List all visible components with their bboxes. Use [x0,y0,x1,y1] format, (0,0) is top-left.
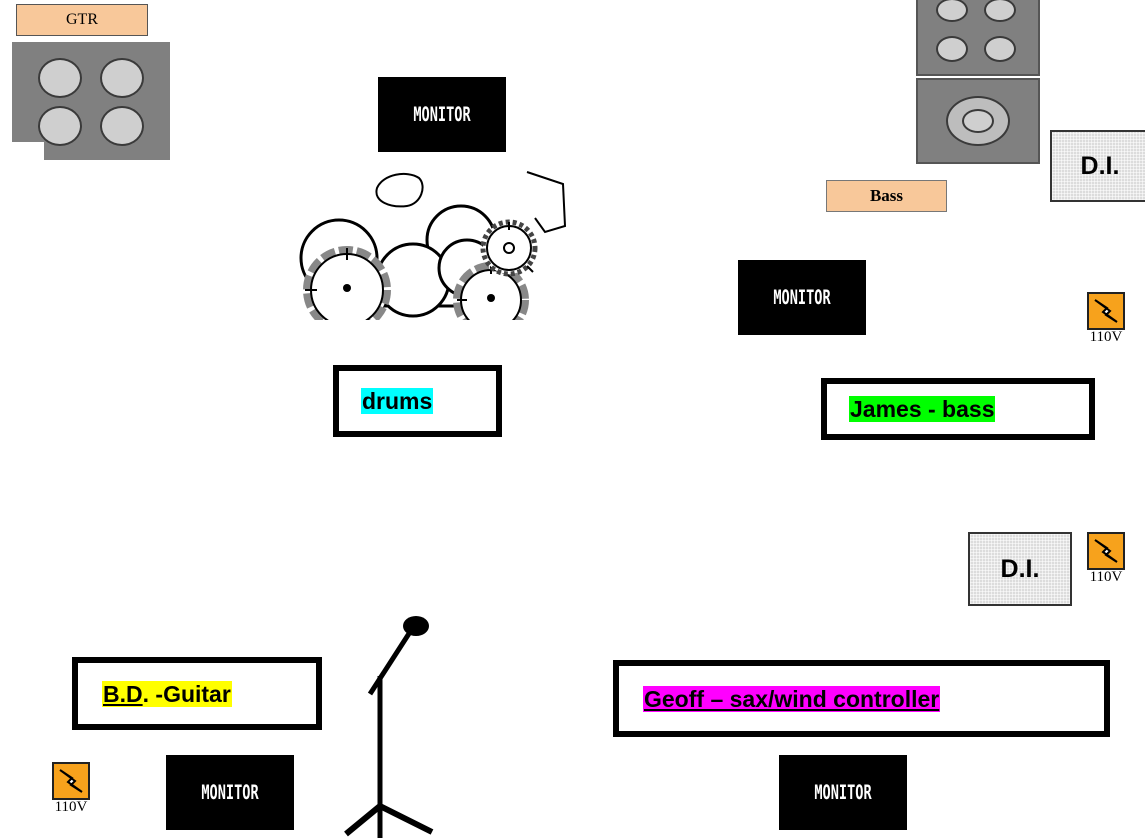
monitor-label: MONITOR [814,781,872,804]
bass-label: James - bass [849,396,996,422]
voltage-label: 110V [1089,569,1123,585]
sax-label: Geoff – sax/wind controller [643,685,941,712]
bass-speaker-cone [984,0,1016,22]
sax-di-label: D.I. [1000,554,1040,583]
monitor-label: MONITOR [413,103,471,126]
sax-power-outlet: 110V [1087,532,1125,585]
bass-amp-label-text: Bass [869,186,904,205]
sax-label-box: Geoff – sax/wind controller [613,660,1110,737]
guitar-label-box: B.D. -Guitar [72,657,322,730]
bass-amp-bottom-cabinet [916,78,1040,164]
drums-monitor: MONITOR [378,77,506,152]
bass-label-box: James - bass [821,378,1095,440]
sax-monitor: MONITOR [779,755,907,830]
bass-di-label: D.I. [1080,151,1120,180]
bass-speaker-woofer [946,96,1010,146]
voltage-label: 110V [1089,329,1123,345]
bass-speaker-cone [984,36,1016,62]
microphone-stand-icon [344,616,434,838]
guitar-amp-notch [12,142,44,162]
guitar-instrument: . -Guitar [142,680,231,707]
sax-label-text: Geoff – sax/wind controller [644,685,940,712]
bass-speaker-dustcap [962,109,994,133]
guitar-player-name: B.D [103,680,143,707]
guitar-amp-label: GTR [16,4,148,36]
bass-di-box: D.I. [1050,130,1145,202]
drums-label: drums [361,388,434,414]
power-bolt-icon [52,762,90,800]
guitar-power-outlet: 110V [52,762,90,815]
bass-monitor: MONITOR [738,260,866,335]
bass-speaker-cone [936,36,968,62]
monitor-label: MONITOR [201,781,259,804]
bass-speaker-cone [936,0,968,22]
monitor-label: MONITOR [773,286,831,309]
power-bolt-icon [1087,532,1125,570]
bass-amp-top-cabinet [916,0,1040,76]
guitar-amp-label-text: GTR [66,11,98,28]
voltage-label: 110V [54,799,88,815]
guitar-speaker-cone [100,58,144,98]
bass-power-outlet: 110V [1087,292,1125,345]
guitar-speaker-cone [100,106,144,146]
power-bolt-icon [1087,292,1125,330]
guitar-speaker-cone [38,58,82,98]
sax-di-box: D.I. [968,532,1072,606]
drum-kit-icon [299,171,567,320]
guitar-speaker-cone [38,106,82,146]
guitar-amp-cabinet [12,42,170,160]
drums-label-box: drums [333,365,502,437]
guitar-monitor: MONITOR [166,755,294,830]
bass-amp-label: Bass [826,180,947,212]
guitar-label: B.D. -Guitar [102,680,232,707]
